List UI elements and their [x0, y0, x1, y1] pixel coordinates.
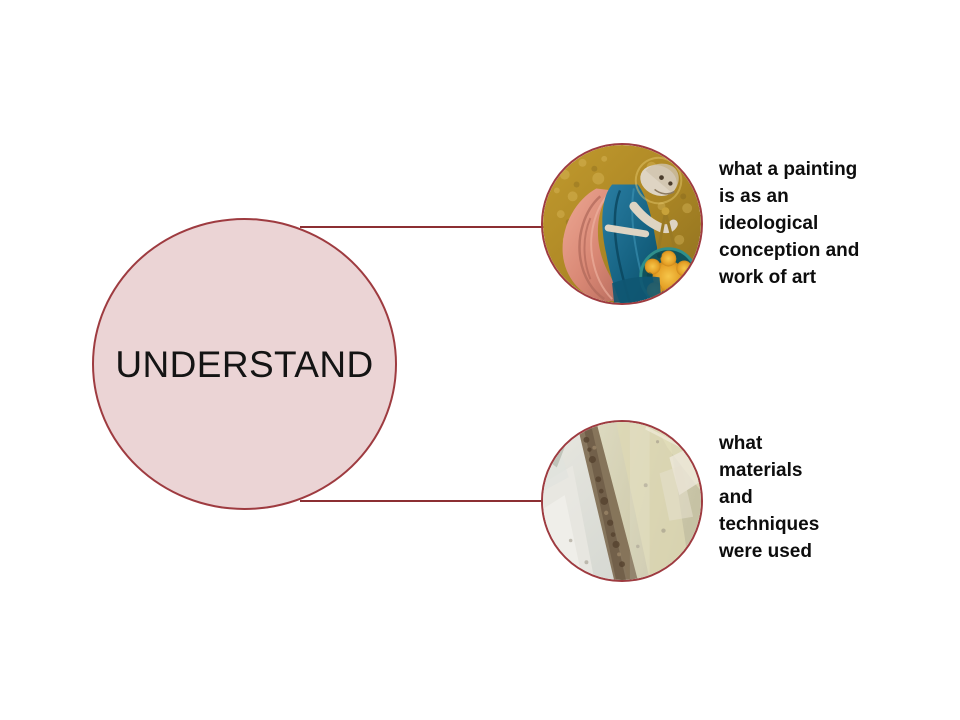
image-bubble-illumination[interactable]	[541, 143, 703, 305]
image-bubble-cross-section[interactable]	[541, 420, 703, 582]
paint-cross-section-icon	[543, 422, 701, 580]
main-concept-label: UNDERSTAND	[115, 343, 374, 385]
annotation-text-materials-techniques: what materials and techniques were used	[719, 433, 820, 562]
medieval-illumination-icon	[543, 145, 701, 303]
main-concept-circle[interactable]: UNDERSTAND	[92, 218, 397, 510]
connector-line-bottom	[300, 500, 630, 502]
connector-line-top	[300, 226, 630, 228]
annotation-text-ideological-conception: what a painting is as an ideological con…	[719, 159, 860, 288]
